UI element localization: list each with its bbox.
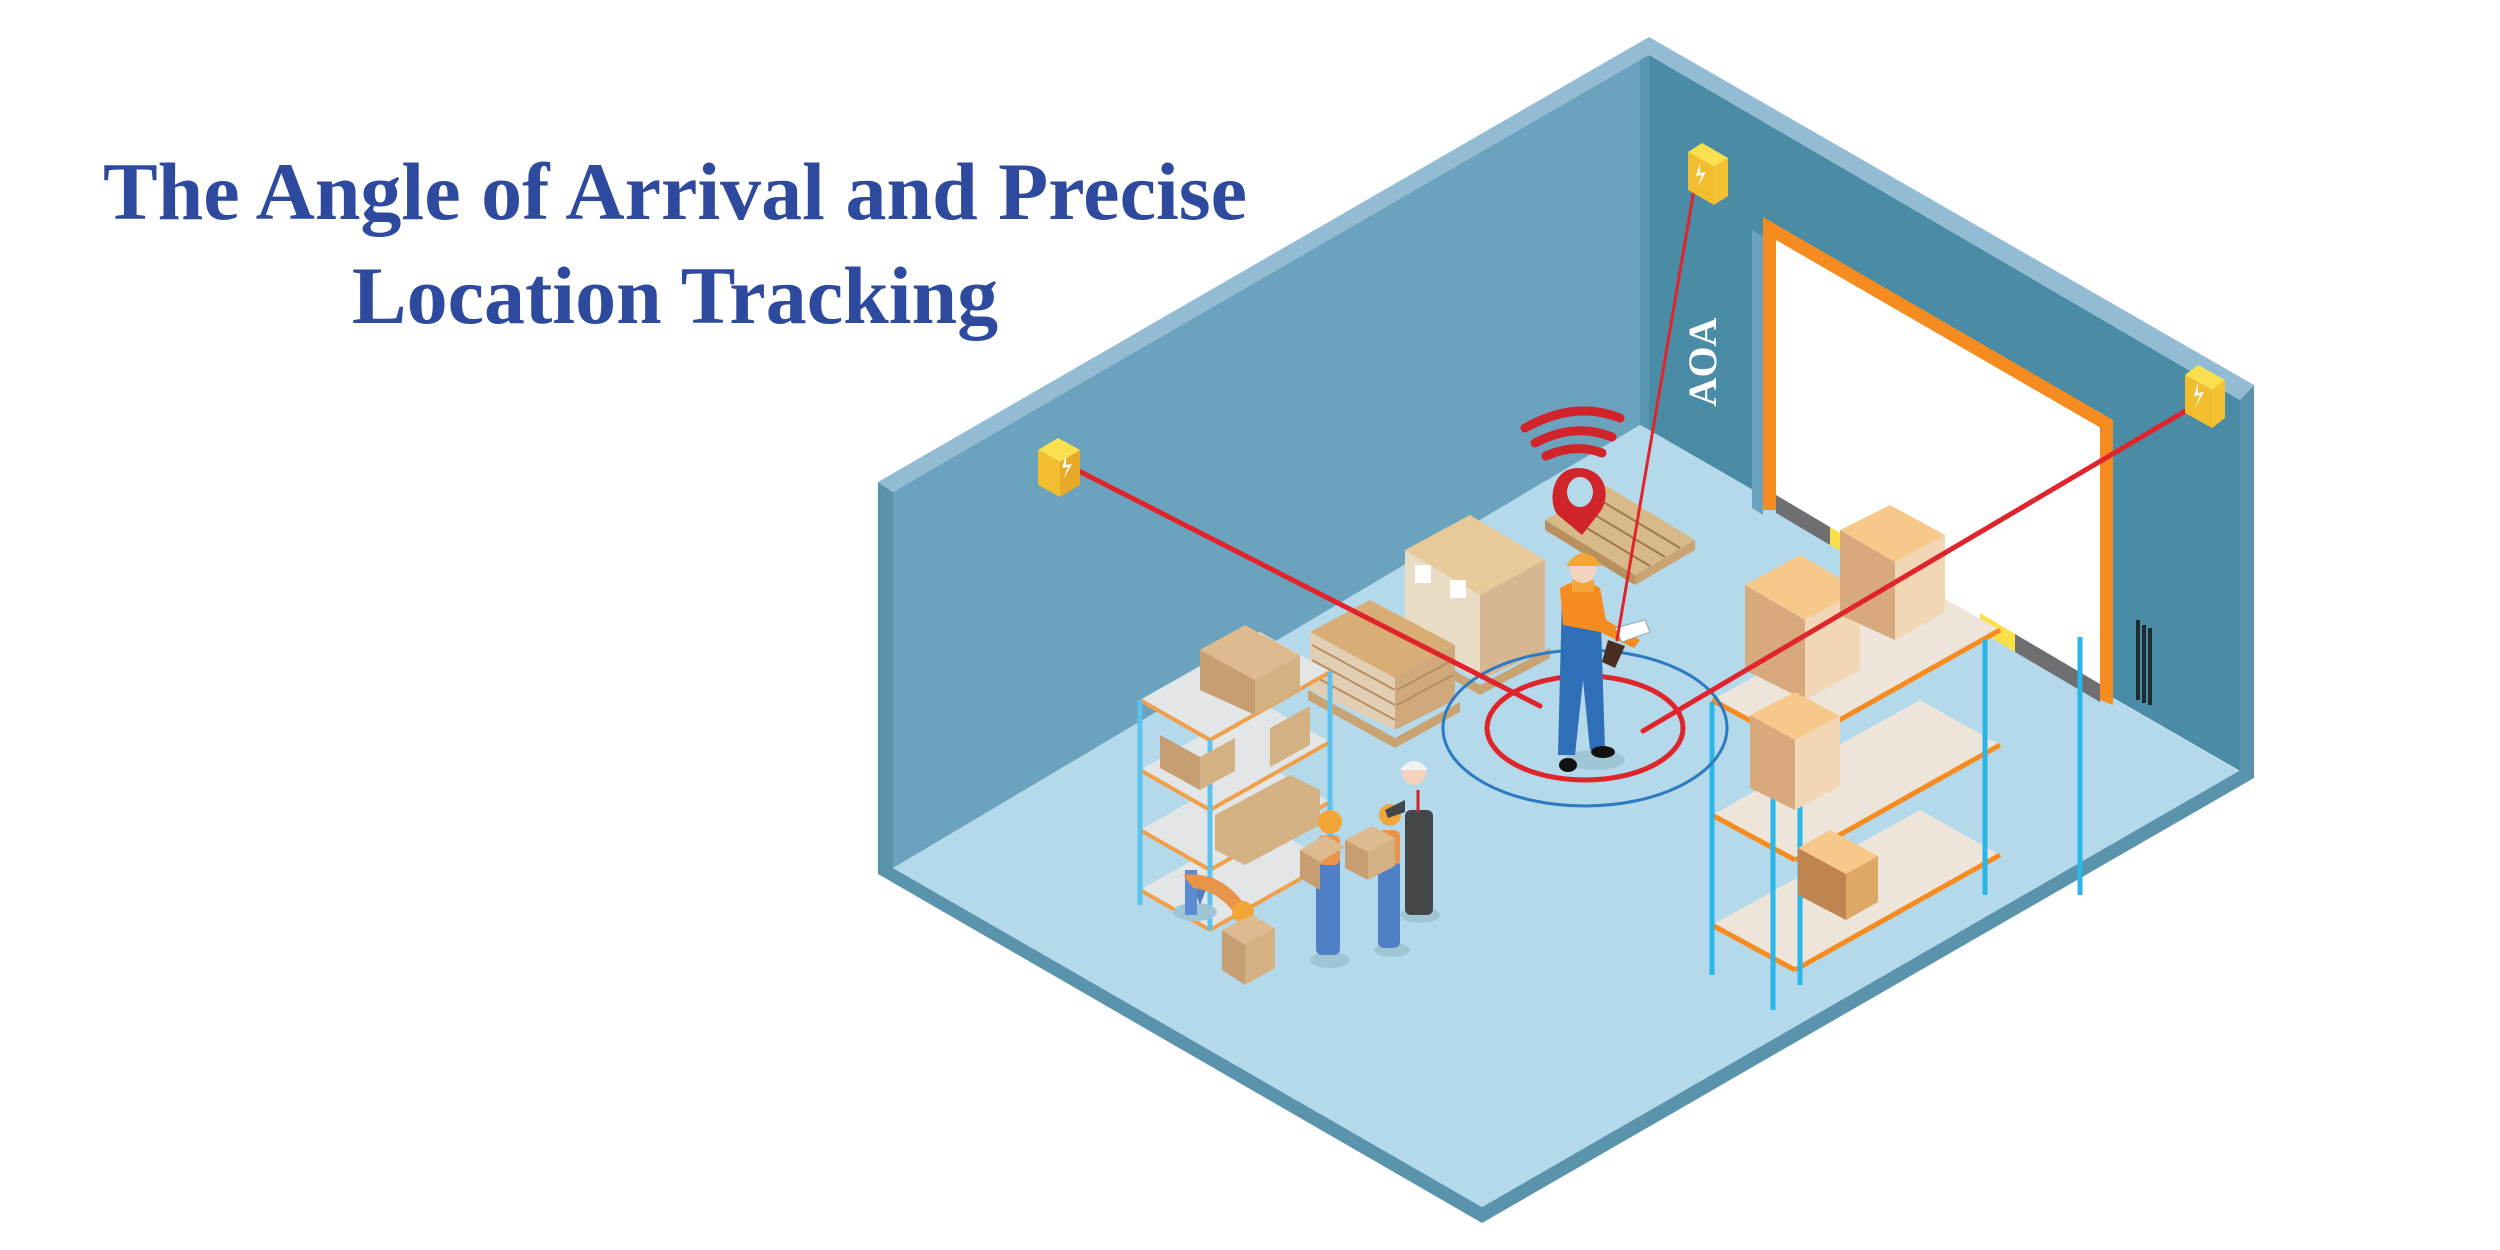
aoa-laser-lines bbox=[1064, 170, 2202, 734]
page-title: The Angle of Arrival and Precise Locatio… bbox=[0, 140, 1350, 348]
lightning-icon bbox=[1696, 163, 1706, 188]
tracked-worker bbox=[1558, 553, 1651, 772]
wall-label: AOA bbox=[1680, 317, 1725, 406]
laser-back bbox=[1615, 170, 1699, 642]
lightning-icon bbox=[1062, 455, 1072, 480]
laser-right bbox=[1640, 400, 2202, 734]
anchor-back bbox=[1688, 143, 1728, 205]
corner-shade bbox=[1640, 55, 1649, 430]
anchor-right bbox=[2185, 365, 2225, 428]
title-line-1: The Angle of Arrival and Precise bbox=[102, 146, 1248, 237]
loading-dock-door bbox=[1752, 217, 2152, 705]
workers-group bbox=[1173, 761, 1440, 985]
title-line-2: Location Tracking bbox=[351, 250, 999, 341]
door-handle-icon bbox=[2136, 620, 2152, 705]
lightning-icon bbox=[2194, 383, 2204, 408]
right-wall-edge bbox=[2240, 385, 2254, 778]
wall-top-right bbox=[1649, 37, 2254, 400]
laser-left bbox=[1064, 462, 1543, 709]
left-wall-edge bbox=[878, 482, 893, 874]
right-shelf-unit bbox=[1709, 505, 2083, 1010]
stacked-goods-pallet bbox=[1308, 600, 1460, 748]
map-pin-icon bbox=[1552, 468, 1606, 535]
left-wall bbox=[893, 55, 1640, 868]
wall-top-left bbox=[878, 37, 1649, 492]
wifi-signal-icon bbox=[1520, 406, 1625, 461]
anchor-left bbox=[1038, 438, 1080, 497]
